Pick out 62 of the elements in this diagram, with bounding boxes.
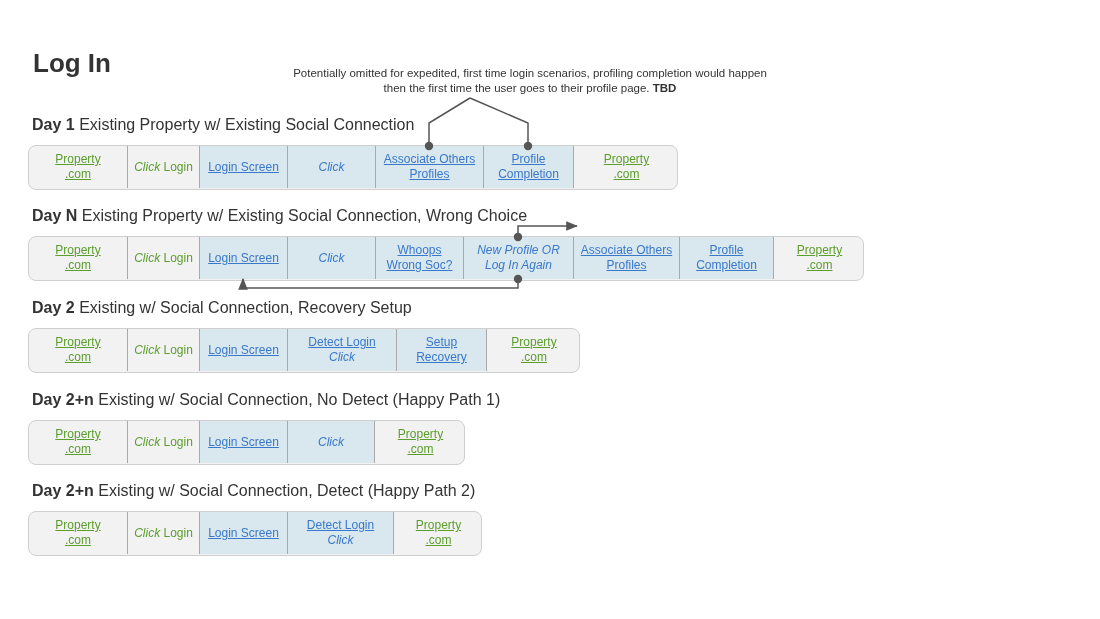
step-link: Login Screen — [208, 434, 279, 450]
step-link: Property .com — [54, 335, 102, 365]
row-heading: Day N Existing Property w/ Existing Social Connection, Wrong Choice — [32, 207, 528, 225]
step-action: Click — [318, 159, 345, 175]
step-link: Login Screen — [208, 525, 279, 541]
flow-step-panel — [679, 237, 773, 279]
flow-step-panel — [375, 146, 483, 188]
step-action: Click — [318, 434, 344, 450]
step-link: Property .com — [54, 427, 102, 457]
page-title: Log In — [33, 48, 111, 79]
step-action: New Profile OR Log In Again — [476, 243, 561, 273]
step-link: Profile Completion — [497, 152, 560, 182]
row-heading: Day 2+n Existing w/ Social Connection, No Detect (Happy Path 1) — [32, 391, 501, 409]
flow-step-panel — [199, 146, 287, 188]
flow-step-panel — [199, 512, 287, 554]
row-heading: Day 2 Existing w/ Social Connection, Recovery Setup — [32, 299, 412, 317]
step-link: Detect Login — [306, 518, 375, 533]
row-heading: Day 1 Existing Property w/ Existing Social Connection — [32, 116, 415, 134]
flow-step-panel — [287, 329, 396, 371]
leader-line — [469, 97, 533, 151]
arrow — [513, 221, 579, 242]
flow-step-panel — [199, 329, 287, 371]
flow-step-panel — [483, 146, 573, 188]
step-action: Click — [327, 533, 354, 548]
flow-step-panel — [573, 237, 679, 279]
flow-step-panel — [199, 237, 287, 279]
note-text: Potentially omitted for expedited, first time login scenarios, profiling completion would happen then the first time the user goes to their profile page. TBD — [290, 66, 770, 96]
step-link: Property .com — [795, 243, 844, 273]
step-link: Property .com — [54, 243, 102, 273]
step-link: Profile Completion — [695, 243, 758, 273]
step-link: Property .com — [396, 427, 445, 457]
step-link: Whoops Wrong Soc? — [385, 243, 454, 273]
step-link: Login Screen — [208, 342, 279, 358]
step-action: Click Login — [134, 525, 193, 541]
step-action: Click — [329, 350, 355, 365]
step-action: Click Login — [134, 342, 193, 358]
row-heading: Day 2+n Existing w/ Social Connection, Detect (Happy Path 2) — [32, 482, 476, 500]
step-link: Setup Recovery — [415, 335, 468, 365]
flow-step-panel — [396, 329, 486, 371]
flow-step-panel — [375, 237, 463, 279]
flow-step-panel — [199, 421, 287, 463]
step-link: Property .com — [54, 518, 102, 548]
flow-step-panel — [287, 421, 374, 463]
step-link: Property .com — [510, 335, 558, 365]
step-action: Click Login — [134, 250, 193, 266]
flow-step-panel — [287, 146, 375, 188]
flow-step-panel — [287, 512, 393, 554]
step-link: Associate Others Profiles — [382, 152, 477, 182]
arrow — [238, 274, 523, 290]
step-action: Click Login — [134, 159, 193, 175]
leader-line — [424, 97, 471, 151]
step-action: Click Login — [134, 434, 193, 450]
step-action: Click — [318, 250, 345, 266]
step-link: Login Screen — [208, 250, 279, 266]
step-link: Property .com — [54, 152, 102, 182]
flow-step-panel — [463, 237, 573, 279]
step-link: Property .com — [414, 518, 463, 548]
flow-step-panel — [287, 237, 375, 279]
step-link: Associate Others Profiles — [580, 243, 673, 273]
step-link: Login Screen — [208, 159, 279, 175]
step-link: Property .com — [602, 152, 651, 182]
step-link: Detect Login — [308, 335, 376, 350]
